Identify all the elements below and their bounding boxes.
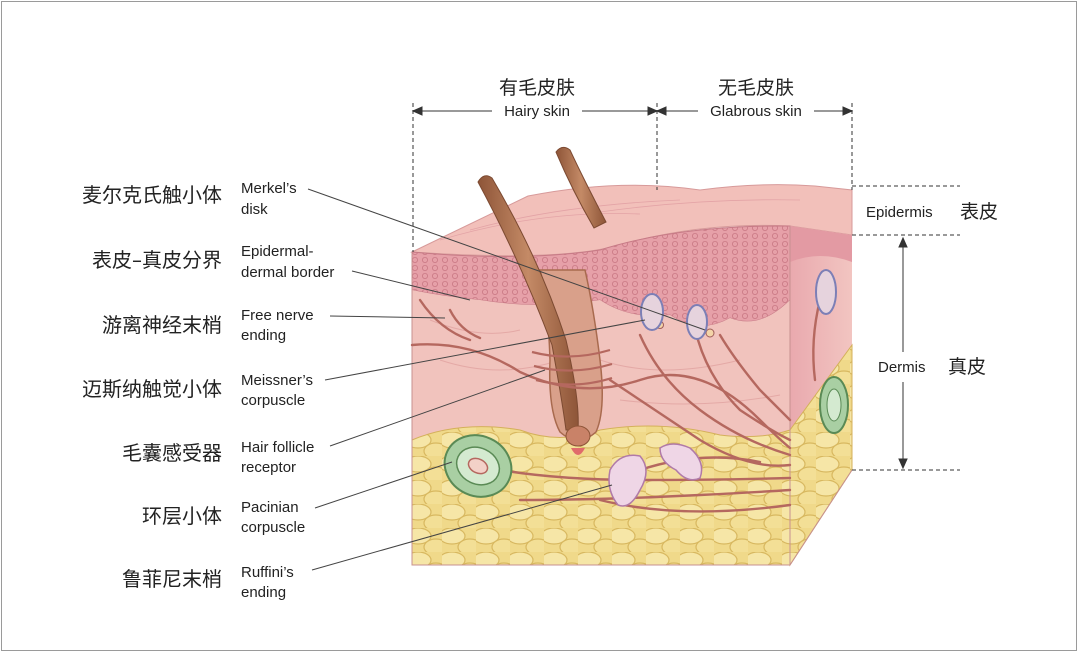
glabrous-skin-cn-label: 无毛皮肤 — [718, 77, 794, 99]
leader-lines — [307, 188, 706, 571]
receptor-cn-label: 麦尔克氏触小体 — [82, 183, 222, 207]
receptor-en-label-line1: Epidermal- — [241, 243, 314, 260]
epidermis-cn-label: 表皮 — [960, 201, 998, 223]
receptor-labels: 麦尔克氏触小体 Merkel’s disk 表皮–真皮分界 Epidermal-… — [82, 180, 334, 601]
receptor-en-label-line1: Merkel’s — [241, 180, 297, 197]
dermis-cn-label: 真皮 — [948, 356, 986, 378]
receptor-cn-label: 表皮–真皮分界 — [92, 248, 222, 272]
dermis-en-label: Dermis — [878, 359, 926, 376]
header-dimension-lines — [411, 103, 854, 252]
hairy-skin-cn-label: 有毛皮肤 — [499, 77, 575, 99]
receptor-cn-label: 迈斯纳触觉小体 — [82, 377, 222, 401]
glabrous-skin-en-label: Glabrous skin — [710, 103, 802, 120]
receptor-en-label-line1: Pacinian — [241, 499, 299, 516]
receptor-en-label-line2: receptor — [241, 459, 296, 476]
receptor-en-label-line2: ending — [241, 584, 286, 601]
receptor-en-label-line2: ending — [241, 327, 286, 344]
meissner-corpuscles — [640, 269, 837, 340]
receptor-en-label-line2: disk — [241, 201, 268, 218]
hairy-skin-en-label: Hairy skin — [504, 103, 570, 120]
receptor-cn-label: 鲁菲尼末梢 — [122, 567, 222, 591]
receptor-en-label-line1: Hair follicle — [241, 439, 314, 456]
receptor-en-label-line2: dermal border — [241, 264, 334, 281]
pacinian-corpuscles — [443, 376, 849, 498]
receptor-cn-label: 毛囊感受器 — [122, 441, 222, 465]
receptor-en-label-line2: corpuscle — [241, 392, 305, 409]
receptor-en-label-line2: corpuscle — [241, 519, 305, 536]
hair-shaft-1 — [477, 175, 579, 431]
receptor-en-label-line1: Ruffini’s — [241, 564, 294, 581]
hair-shaft-2 — [555, 146, 607, 229]
receptor-cn-label: 环层小体 — [142, 504, 222, 528]
receptor-en-label-line1: Meissner’s — [241, 372, 313, 389]
receptor-cn-label: 游离神经末梢 — [102, 313, 222, 337]
layer-dimension-lines — [852, 185, 960, 471]
ruffini-endings — [608, 443, 703, 507]
epidermis-en-label: Epidermis — [866, 204, 933, 221]
receptor-en-label-line1: Free nerve — [241, 307, 314, 324]
